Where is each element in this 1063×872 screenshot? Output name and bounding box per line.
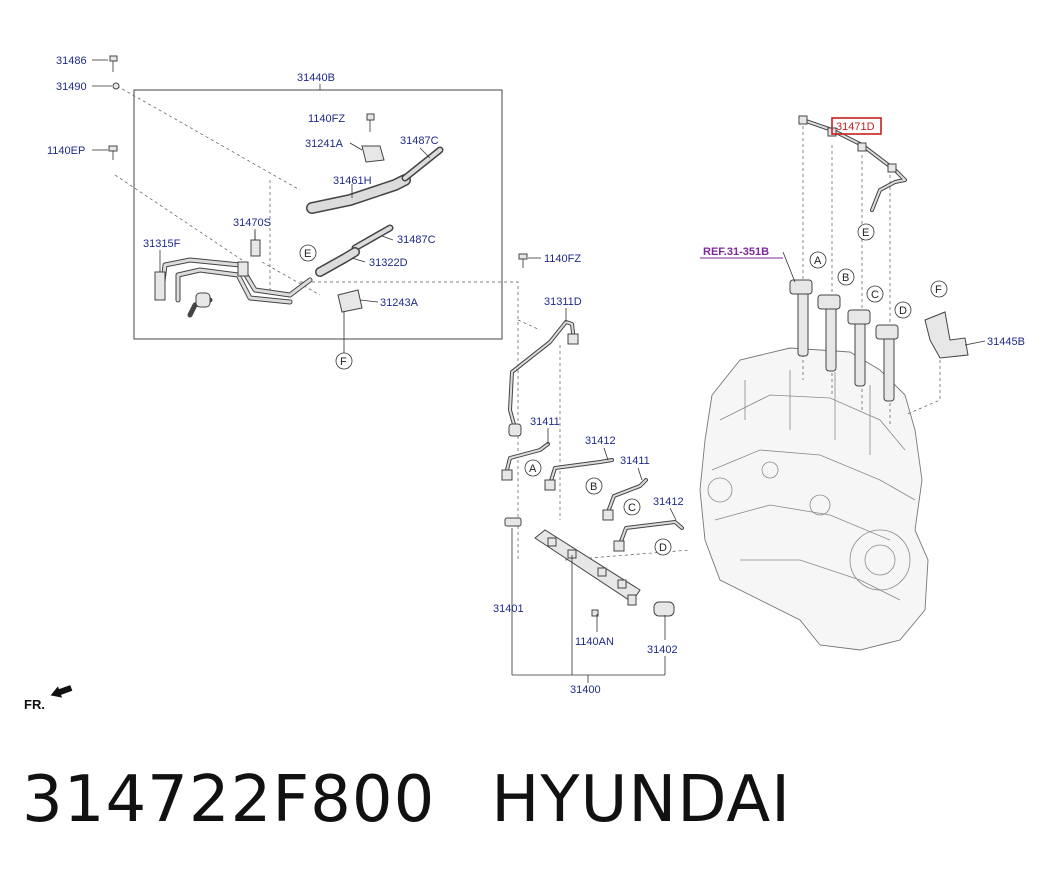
exploded-parts-diagram: 31486 31490 1140EP 31440B 1140FZ 31241A … (24, 55, 1025, 712)
label-31411-upper: 31411 (530, 416, 560, 428)
label-31315F: 31315F (143, 238, 181, 250)
common-rail-31400 (534, 529, 641, 606)
pipe-31411-A (501, 442, 550, 481)
callout-D-right: D (894, 301, 912, 319)
pipe-31411-C (602, 478, 648, 521)
front-label: FR. (24, 697, 45, 712)
svg-text:A: A (529, 463, 537, 475)
front-indicator: FR. (24, 685, 73, 712)
callout-F-right: F (930, 280, 948, 298)
sensor-31470S (250, 231, 261, 257)
bolt-1140AN (591, 609, 599, 617)
label-31243A: 31243A (380, 297, 419, 309)
svg-text:E: E (862, 227, 869, 239)
pipe-31412-D (613, 520, 684, 552)
svg-text:B: B (842, 272, 849, 284)
callout-B-right: B (837, 268, 855, 286)
label-1140EP: 1140EP (47, 145, 85, 157)
label-31487C-upper: 31487C (400, 135, 439, 147)
svg-text:E: E (304, 248, 311, 260)
svg-text:A: A (814, 255, 822, 267)
pressure-valve-31402 (653, 601, 675, 617)
callout-F-left: F (335, 312, 353, 370)
label-31401: 31401 (493, 603, 524, 615)
label-31461H: 31461H (333, 175, 372, 187)
clip-31490 (112, 82, 120, 90)
svg-text:B: B (590, 481, 597, 493)
callout-C-pipe: C (623, 498, 641, 516)
brand-name: HYUNDAI (491, 763, 792, 837)
bracket-31243A (337, 289, 363, 313)
caption: 314722F800 HYUNDAI (22, 760, 791, 840)
label-31322D: 31322D (369, 257, 408, 269)
pressure-sensor-31401 (504, 517, 522, 527)
label-1140FZ-right: 1140FZ (544, 253, 581, 265)
label-ref-31-351B: REF.31-351B (703, 246, 769, 258)
label-31241A: 31241A (305, 138, 344, 150)
label-31470S: 31470S (233, 217, 271, 229)
callout-A-right: A (809, 251, 827, 269)
label-31411-lower: 31411 (620, 455, 650, 467)
svg-text:D: D (899, 305, 907, 317)
label-1140AN: 1140AN (575, 636, 614, 648)
callout-D-pipe: D (654, 538, 672, 556)
callout-E-left: E (299, 244, 317, 262)
svg-text:F: F (340, 356, 347, 368)
svg-text:C: C (871, 289, 879, 301)
connector-31487C-upper (401, 146, 444, 182)
label-31311D: 31311D (544, 296, 582, 308)
bolt-31486 (109, 55, 118, 72)
label-31445B: 31445B (987, 336, 1025, 348)
hose-kit-box (133, 89, 503, 340)
bolt-1140EP (108, 145, 118, 160)
hose-31322D (315, 247, 360, 277)
engine-block (699, 347, 929, 651)
callout-B-pipe: B (585, 477, 603, 495)
highlight-box-31471D (831, 117, 882, 135)
fuel-pipe-31311D (508, 320, 579, 437)
part-number: 314722F800 (22, 763, 436, 837)
injectors (789, 279, 899, 402)
label-31440B: 31440B (297, 72, 335, 84)
callout-A-pipe: A (524, 459, 542, 477)
label-31487C-lower: 31487C (397, 234, 436, 246)
svg-text:C: C (628, 502, 636, 514)
svg-text:F: F (935, 284, 942, 296)
bracket-31241A (361, 113, 385, 163)
label-31490: 31490 (56, 81, 87, 93)
label-31412-lower: 31412 (653, 496, 684, 508)
bracket-31445B (924, 311, 969, 359)
front-arrow-icon (50, 685, 73, 698)
callout-E-right: E (857, 223, 875, 241)
label-31400: 31400 (570, 684, 601, 696)
hose-31461H (306, 174, 411, 214)
label-31486: 31486 (56, 55, 87, 67)
callout-C-right: C (866, 285, 884, 303)
label-1140FZ-upper: 1140FZ (308, 113, 345, 125)
label-31402: 31402 (647, 644, 678, 656)
connector-31487C-lower (351, 224, 394, 252)
bolt-1140FZ-right (518, 253, 528, 268)
svg-text:D: D (659, 542, 667, 554)
label-31471D: 31471D (836, 121, 875, 133)
pipe-31412-B (544, 458, 614, 491)
label-31412-upper: 31412 (585, 435, 616, 447)
fuel-pipe-assembly-31315F (154, 257, 313, 318)
